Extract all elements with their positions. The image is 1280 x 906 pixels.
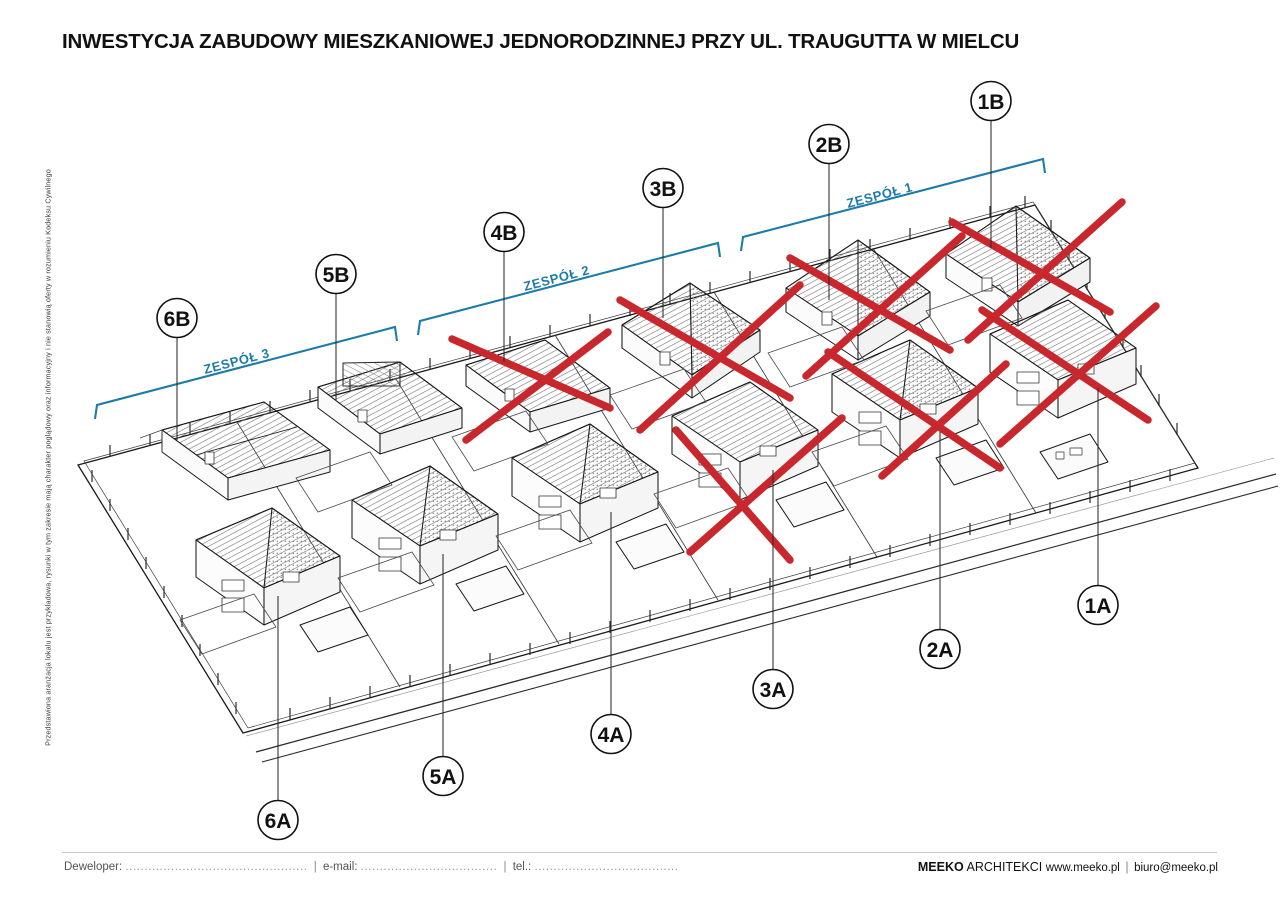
house-5b bbox=[317, 361, 463, 455]
marker-5B[interactable]: 5B bbox=[315, 253, 357, 295]
svg-text:2B: 2B bbox=[816, 134, 843, 157]
studio-suffix: ARCHITEKCI bbox=[966, 860, 1043, 874]
svg-text:6B: 6B bbox=[164, 308, 191, 331]
svg-text:1A: 1A bbox=[1085, 595, 1112, 618]
zespol-1-label: ZESPÓŁ 1 bbox=[845, 179, 914, 211]
sold-x-1a bbox=[978, 302, 1160, 448]
marker-1B[interactable]: 1B bbox=[970, 80, 1012, 122]
marker-2B[interactable]: 2B bbox=[808, 123, 850, 165]
email-label: e-mail: bbox=[322, 861, 358, 873]
footer-separator-2: | bbox=[503, 861, 507, 873]
access-road bbox=[245, 457, 1279, 763]
svg-text:1B: 1B bbox=[978, 91, 1005, 114]
svg-text:6A: 6A bbox=[265, 810, 292, 833]
studio-name: MEEKO bbox=[917, 860, 964, 874]
developer-label: Deweloper: bbox=[64, 861, 123, 873]
svg-text:4B: 4B bbox=[491, 222, 518, 245]
marker-1A[interactable]: 1A bbox=[1077, 584, 1119, 626]
marker-3B[interactable]: 3B bbox=[642, 167, 684, 209]
footer-separator-1: | bbox=[313, 861, 317, 873]
house-6a bbox=[195, 507, 369, 653]
developer-contact-line: Deweloper: .............................… bbox=[64, 861, 679, 873]
marker-4A[interactable]: 4A bbox=[590, 713, 632, 755]
tel-label: tel.: bbox=[512, 861, 532, 873]
marker-2A[interactable]: 2A bbox=[919, 628, 961, 670]
developer-value: ........................................… bbox=[125, 861, 308, 873]
page-title: INWESTYCJA ZABUDOWY MIESZKANIOWEJ JEDNOR… bbox=[62, 30, 1020, 53]
bracket-zespol-2 bbox=[416, 241, 722, 336]
unit-markers[interactable]: 1B 2B 3B 4B 5B 6B 1A 2A bbox=[156, 80, 1119, 841]
bracket-zespol-1 bbox=[739, 157, 1047, 252]
marker-5A[interactable]: 5A bbox=[422, 755, 464, 797]
bracket-zespol-3 bbox=[93, 325, 399, 420]
group-brackets bbox=[93, 157, 1047, 420]
plot-hardscape bbox=[179, 284, 1023, 655]
footer-divider bbox=[62, 852, 1217, 853]
studio-email[interactable]: biuro@meeko.pl bbox=[1134, 862, 1218, 874]
sold-x-3b bbox=[616, 281, 804, 434]
marker-4B[interactable]: 4B bbox=[483, 211, 525, 253]
marker-6B[interactable]: 6B bbox=[156, 297, 198, 339]
credit-separator: | bbox=[1125, 860, 1129, 874]
marker-3A[interactable]: 3A bbox=[752, 668, 794, 710]
sold-markers bbox=[448, 198, 1160, 564]
house-4a bbox=[511, 423, 685, 570]
marker-6A[interactable]: 6A bbox=[257, 799, 299, 841]
svg-text:2A: 2A bbox=[927, 639, 954, 662]
svg-text:3B: 3B bbox=[650, 178, 677, 201]
sold-x-2a bbox=[824, 348, 1010, 480]
sold-x-3a bbox=[672, 414, 846, 564]
sold-x-4b bbox=[448, 328, 614, 444]
svg-text:3A: 3A bbox=[760, 679, 787, 702]
studio-website[interactable]: www.meeko.pl bbox=[1045, 862, 1120, 874]
marker-leaders bbox=[176, 120, 1099, 801]
studio-credit: MEEKO ARCHITEKCI www.meeko.pl | biuro@me… bbox=[918, 860, 1218, 874]
svg-text:4A: 4A bbox=[598, 724, 625, 747]
svg-text:5A: 5A bbox=[430, 766, 457, 789]
zespol-2-label: ZESPÓŁ 2 bbox=[522, 262, 591, 294]
svg-text:5B: 5B bbox=[323, 264, 350, 287]
tel-value: ...................................... bbox=[534, 861, 679, 873]
email-value: .................................... bbox=[360, 861, 498, 873]
house-6b bbox=[139, 401, 331, 501]
zespol-3-label: ZESPÓŁ 3 bbox=[202, 345, 271, 377]
